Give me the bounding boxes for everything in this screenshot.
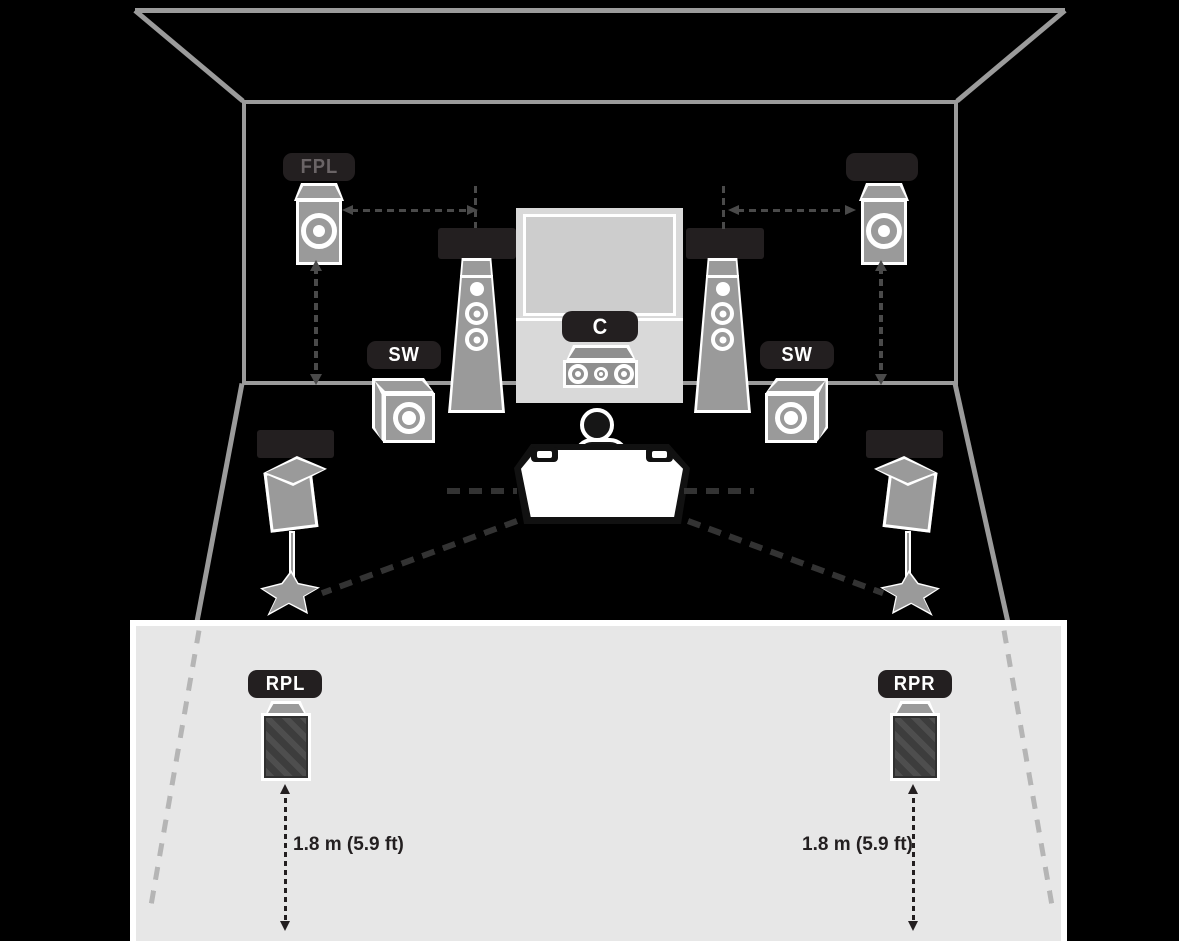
rpl-label-text: RPL [265,672,305,695]
front-left-tower-speaker [448,258,505,413]
rpr-label-text: RPR [894,672,936,695]
tv-screen [523,214,676,316]
floor-left-edge [194,383,245,623]
tower-cap-line [706,275,739,278]
rpl-height-arrow-line [284,789,287,921]
center-label: C [562,311,638,342]
front-right-label-box [686,228,764,259]
subwoofer-right-label: SW [760,341,834,369]
fpl-driver [301,213,337,249]
fpl-spacing-arrow-line [351,209,467,212]
center-label-text: C [592,313,608,339]
fpr-height-arrow-line [879,267,883,375]
ceiling-left-edge [133,8,245,104]
fpl-spacing-arrow-right [467,205,481,215]
front-right-tower-speaker [694,258,751,413]
fpr-height-arrow-up [875,257,887,271]
surround-right-label-box [866,430,943,458]
subwoofer-right-label-text: SW [781,343,813,366]
fpr-driver [866,213,902,249]
rpr-label: RPR [878,670,952,698]
surround-left-label-box [257,430,334,458]
subwoofer-left-label-text: SW [388,343,420,366]
tower-tweeter [469,282,484,296]
fpr-spacing-arrow-right [845,205,859,215]
center-speaker-top [566,345,636,361]
rear-presence-right-speaker [893,716,937,778]
rpl-height-arrow-down [280,921,290,934]
fpl-label: FPL [283,153,355,181]
front-left-centerline [474,186,477,232]
subwoofer-right-top [765,378,828,394]
tower-woofer [465,328,488,351]
sofa-armrest-right-inner [652,451,667,458]
rpr-height-arrow-down [908,921,918,934]
subwoofer-right [765,393,817,443]
sofa-armrest-left-inner [537,451,552,458]
subwoofer-left-driver [393,402,425,434]
surround-left-stand-base [260,570,320,616]
front-presence-right-label-box [846,153,918,181]
front-presence-right-speaker-cap [859,183,909,201]
front-presence-left-speaker-cap [294,183,344,201]
ceiling-right-edge [955,8,1067,104]
surround-diagonal-right [686,518,885,596]
surround-diagonal-left [320,518,519,596]
rpr-height-arrow-line [912,789,915,921]
fpr-spacing-arrow-left [725,205,739,215]
fpl-height-arrow-line [314,267,318,375]
subwoofer-right-side [816,378,828,443]
rear-presence-right-cap [894,701,936,716]
subwoofer-right-driver [775,402,807,434]
rear-presence-left-cap [265,701,307,716]
fpl-height-arrow-up [310,257,322,271]
surround-right-stand-base [880,570,940,616]
fpr-height-arrow-down [875,374,887,388]
rpl-label: RPL [248,670,322,698]
tower-mid-driver [711,302,734,325]
surround-line-right [684,488,754,494]
rpr-height-arrow-up [908,781,918,794]
surround-left-stand-pole [289,531,295,577]
rpr-measurement: 1.8 m (5.9 ft) [802,834,913,855]
tower-cap-line [460,275,493,278]
fpl-spacing-arrow-left [339,205,353,215]
floor-right-edge [952,382,1011,624]
fpr-spacing-arrow-line [737,209,845,212]
front-right-centerline [722,186,725,232]
rear-panel [130,620,1067,941]
subwoofer-left-side [372,378,384,443]
fpl-height-arrow-down [310,374,322,388]
front-left-label-box [438,228,516,259]
tower-tweeter [715,282,730,296]
listener-head [580,408,614,442]
center-driver-mid [594,367,608,381]
center-driver-right [614,364,634,384]
rear-presence-left-speaker [264,716,308,778]
rpl-measurement: 1.8 m (5.9 ft) [293,834,404,855]
center-driver-left [568,364,588,384]
fpl-label-text: FPL [300,155,338,178]
ceiling-top-edge [135,8,1065,13]
subwoofer-left-top [372,378,435,394]
tower-woofer [711,328,734,351]
surround-right-stand-pole [905,531,911,577]
rpl-height-arrow-up [280,781,290,794]
subwoofer-left-label: SW [367,341,441,369]
tower-mid-driver [465,302,488,325]
surround-line-left [447,488,517,494]
